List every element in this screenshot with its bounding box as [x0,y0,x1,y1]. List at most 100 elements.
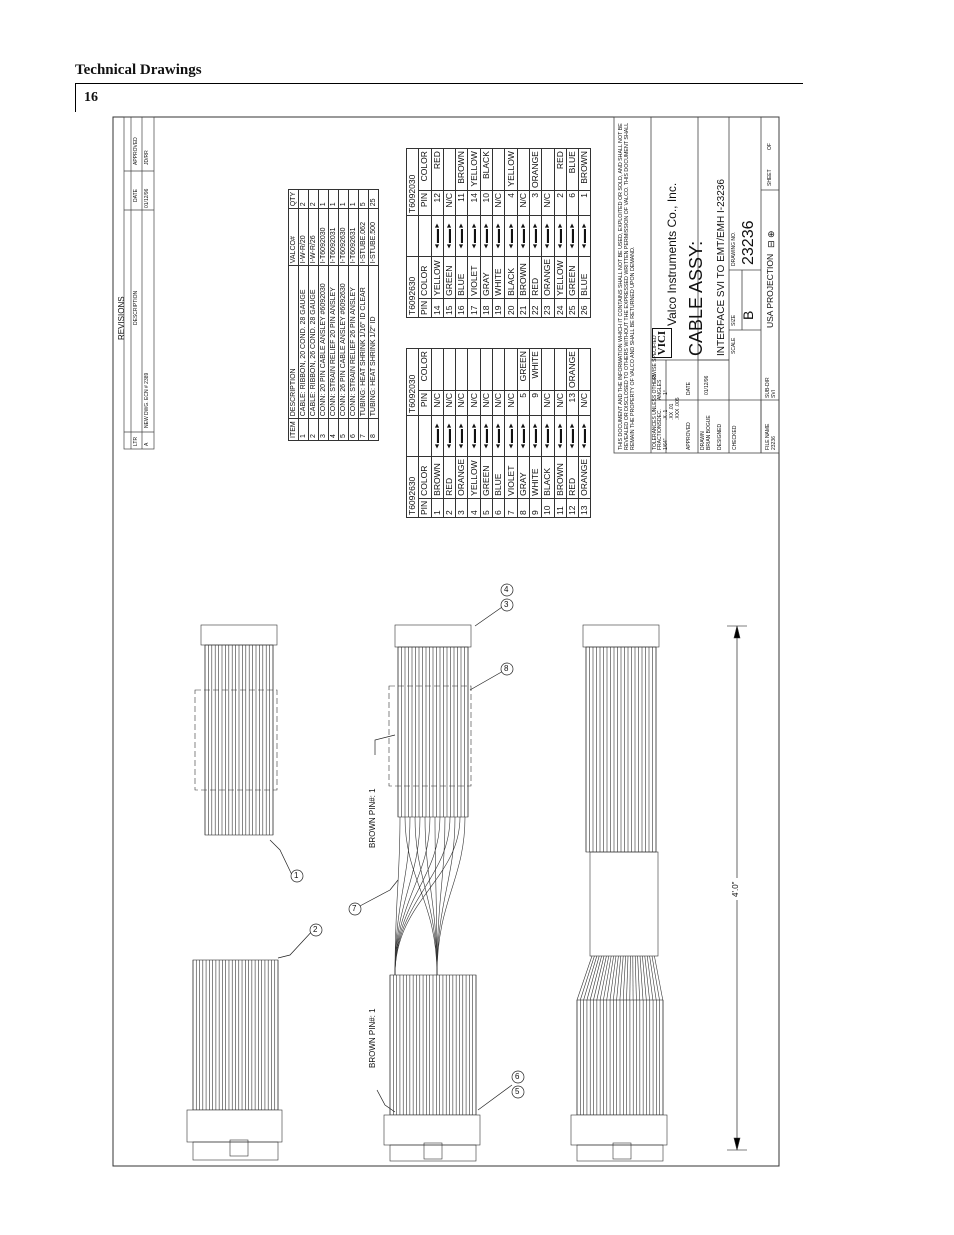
callout-7: 7 [352,904,357,913]
wiring-color: BROWN [431,456,444,499]
bom-valco: I-STUBE.062 [358,208,369,266]
wiring-color2 [431,348,444,391]
wiring-color: ORANGE [578,456,591,499]
conn-label-a: T6092630 [406,256,419,318]
bom-item: 4 [328,418,339,441]
bom-qty: 1 [328,189,339,209]
wiring-pin2: N/C [541,190,555,216]
wiring-pin: 6 [492,498,505,518]
bom-description: CABLE: RIBBON, 20 COND. 28 GAUGE [298,265,309,419]
company-name: Valco Instruments Co., Inc. [665,182,679,326]
wiring-color2 [517,148,530,191]
callout-5: 5 [515,1087,520,1096]
conn-label-a: T6092630 [406,456,419,518]
wiring-color: WHITE [529,456,542,499]
wiring-color2: BLUE [566,148,579,191]
wiring-arrow: ◄▬▬► [529,415,542,457]
wiring-color: GRAY [480,256,493,299]
bom-valco: I-T6092631 [348,208,359,266]
wiring-arrow: ◄▬▬► [455,415,468,457]
bom-qty: 1 [338,189,349,209]
bom-col-qty: QTY [288,189,299,209]
wiring-arrow: ◄▬▬► [480,415,493,457]
wiring-pin: 21 [517,298,530,318]
wiring-color: BLACK [504,256,518,299]
page-number-bar [75,84,76,112]
wiring-arrow: ◄▬▬► [455,215,468,257]
callout-8: 8 [504,664,509,673]
wiring-pin: 26 [578,298,591,318]
wiring-pin2: N/C [443,390,456,416]
conn-label-b: T6092030 [406,148,419,216]
wiring-arrow: ◄▬▬► [480,215,493,257]
fractions-value: 1/64" [663,438,669,450]
wiring-color: VIOLET [467,256,481,299]
sheet-label: SHEET [767,169,773,186]
wiring-table-pins-14-26: T6092630 T6092030 PIN COLOR PIN COLOR 14… [406,148,591,318]
projection-icon: ⊟ ⊕ [766,230,776,248]
wiring-pin: 10 [541,498,555,518]
bom-item: 7 [358,418,369,441]
wiring-pin: 15 [443,298,456,318]
wiring-pin: 25 [566,298,579,318]
wiring-color2 [492,148,505,191]
scale-label: SCALE [731,337,737,354]
bom-description: CONN: STRAIN RELIEF 20 PIN ANSLEY [328,265,339,419]
wiring-pin2: N/C [492,190,505,216]
bom-valco: I-STUBE.500 [368,208,379,266]
bom-description: TUBING: HEAT SHRINK 1/2" ID [368,265,379,419]
wiring-color2 [578,348,591,391]
rev-row-description: NEW DWG. ECN # 2389 [144,372,150,428]
wiring-arrow: ◄▬▬► [578,215,591,257]
length-dimension: 4'.0" [731,878,740,900]
page-number: 16 [84,90,98,105]
wiring-color2 [492,348,505,391]
wiring-color: BLUE [578,256,591,299]
wiring-pin2: N/C [504,390,518,416]
rev-col-approved: APPROVED [133,137,139,165]
approved-label: APPROVED [686,422,692,450]
wiring-pin2: N/C [541,390,555,416]
col-pin: PIN [418,498,432,518]
of-label: OF [767,143,773,150]
bom-qty: 2 [308,189,319,209]
wiring-color: RED [443,456,456,499]
rev-col-description: DESCRIPTION [133,290,139,325]
bom-item: 2 [308,418,319,441]
wiring-pin2: N/C [517,190,530,216]
bom-col-description: DESCRIPTION [288,265,299,419]
wiring-pin2: 4 [504,190,518,216]
rev-col-date: DATE [133,189,139,202]
bom-valco: I-T6092031 [328,208,339,266]
wiring-color: YELLOW [554,256,567,299]
wiring-color2: RED [554,148,567,191]
revisions-title: REVISIONS [117,296,126,340]
designed-label: DESIGNED [717,423,723,450]
date-label: DATE [686,382,692,395]
col-color-2: COLOR [418,148,432,191]
wiring-color: YELLOW [467,456,481,499]
callout-circles [290,583,525,1099]
bom-item: 6 [348,418,359,441]
wiring-pin: 5 [480,498,493,518]
rev-row-date: 01/12/96 [144,188,150,208]
assembled-cable-right [570,624,747,1162]
wiring-pin: 4 [467,498,481,518]
wiring-pin2: N/C [492,390,505,416]
wiring-color: VIOLET [504,456,518,499]
file-name: 23236 [771,436,777,450]
wiring-color: BROWN [517,256,530,299]
